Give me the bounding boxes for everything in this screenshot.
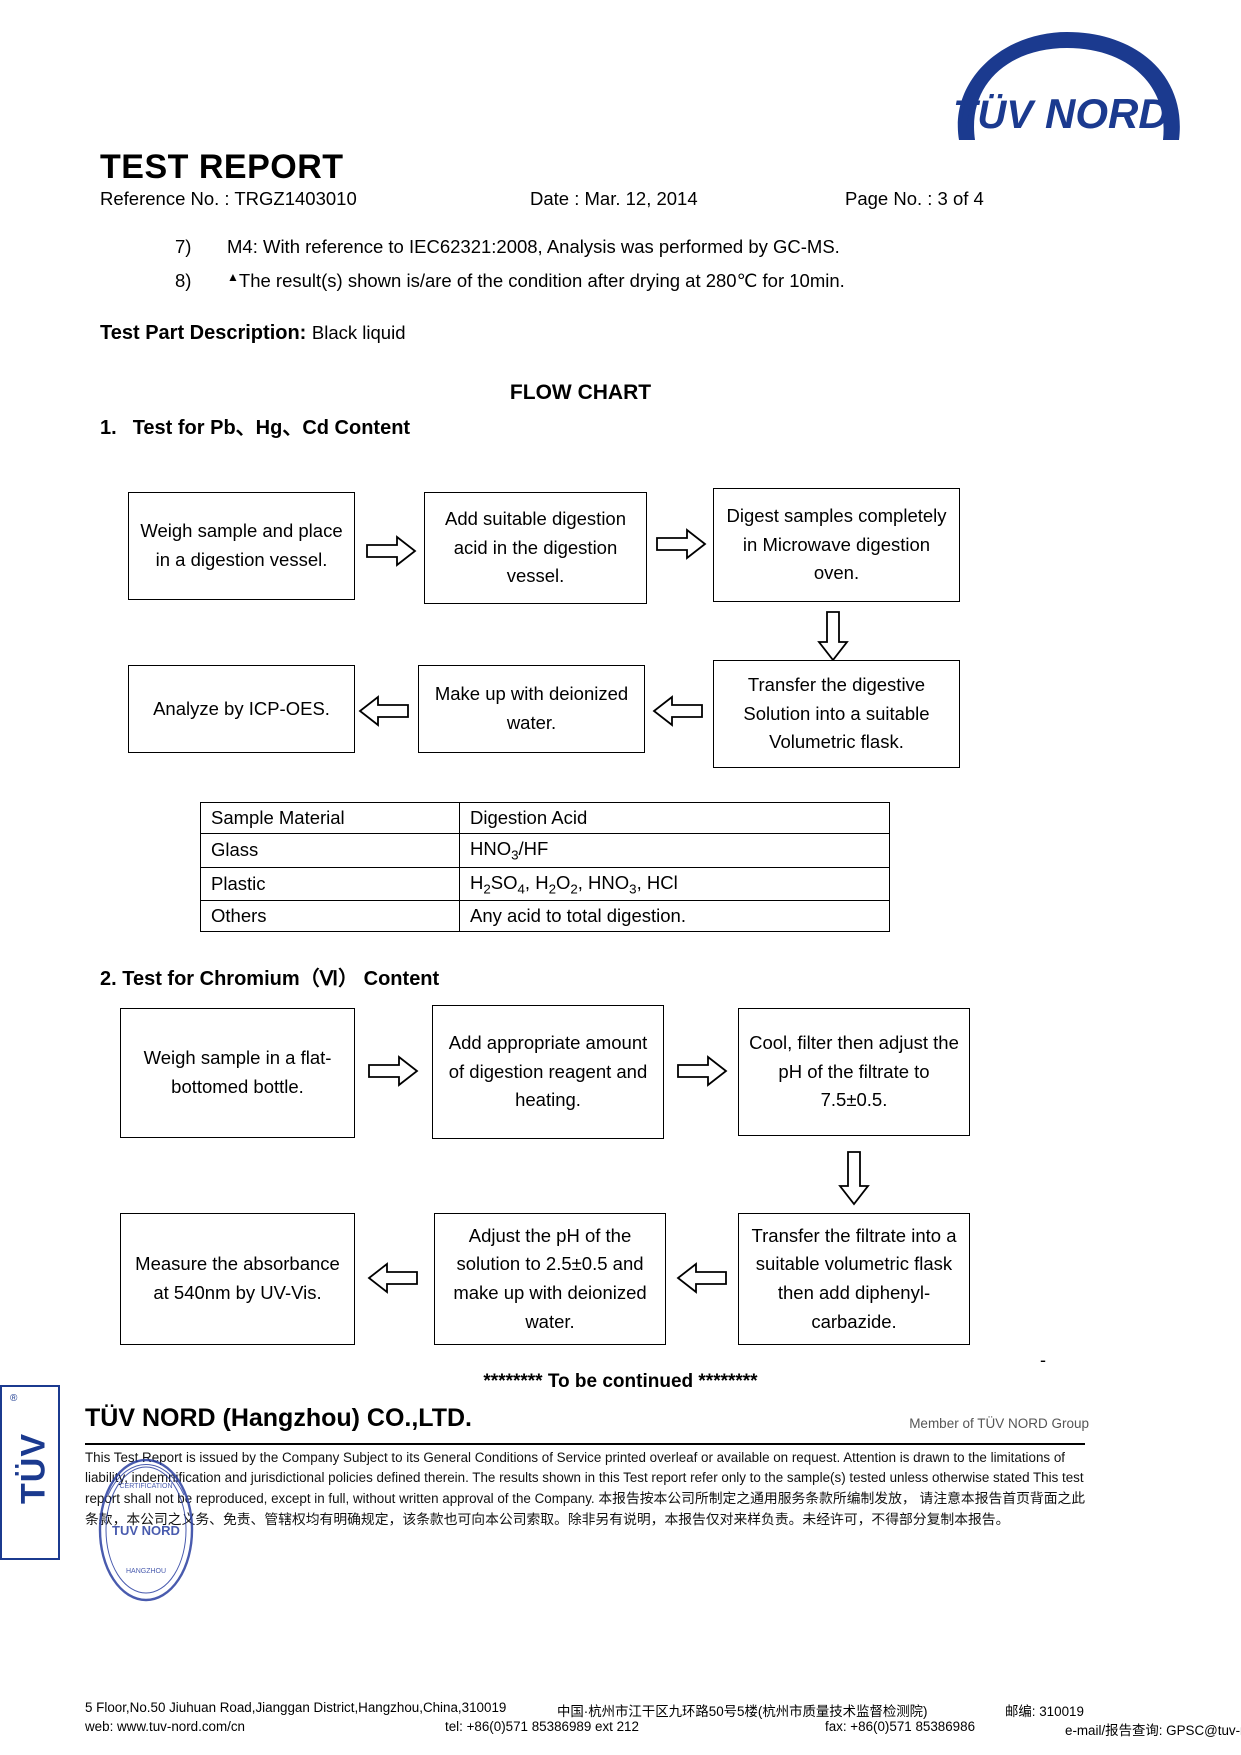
flow-box-weigh-sample: Weigh sample and place in a digestion ve… — [128, 492, 355, 600]
svg-text:TÜV: TÜV — [953, 92, 1036, 137]
section-1-title: Test for Pb、Hg、Cd Content — [132, 417, 411, 439]
flow2-box-measure-absorbance: Measure the absorbance at 540nm by UV-Vi… — [120, 1213, 355, 1345]
digestion-acid-table: Sample Material Digestion Acid Glass HNO… — [200, 802, 890, 933]
flow-chart-heading-text: FLOW CHART — [509, 381, 652, 404]
footer-postcode: 邮编: 310019 — [1005, 1704, 1084, 1719]
flow2-box-cool-filter: Cool, filter then adjust the pH of the f… — [738, 1008, 970, 1136]
flow2-box-add-reagent: Add appropriate amount of digestion reag… — [432, 1005, 664, 1139]
arrow-right-icon — [655, 528, 707, 560]
flow-box-analyze-icp-oes: Analyze by ICP-OES. — [128, 665, 355, 753]
footer-company-name: TÜV NORD (Hangzhou) CO.,LTD. — [85, 1404, 472, 1432]
tuv-vertical-text: TÜV — [14, 1433, 53, 1504]
cell-material: Glass — [200, 833, 460, 868]
note-text: ▲The result(s) shown is/are of the condi… — [227, 270, 845, 292]
arrow-right-icon — [367, 1055, 419, 1087]
flow-box-add-acid: Add suitable digestion acid in the diges… — [424, 492, 647, 604]
arrow-left-icon — [676, 1262, 728, 1294]
page-title: TEST REPORT — [100, 148, 344, 186]
arrow-right-icon — [365, 535, 417, 567]
cell-material: Plastic — [200, 866, 460, 902]
arrow-right-icon — [676, 1055, 728, 1087]
flow2-box-weigh-sample: Weigh sample in a flat-bottomed bottle. — [120, 1008, 355, 1138]
notes-list: 7) M4: With reference to IEC62321:2008, … — [175, 236, 1135, 304]
footer-disclaimer-en: This Test Report is issued by the Compan… — [85, 1450, 1084, 1506]
table-header-row: Sample Material Digestion Acid — [200, 802, 890, 834]
report-date: Date : Mar. 12, 2014 — [530, 188, 698, 209]
note-item: 7) M4: With reference to IEC62321:2008, … — [175, 236, 1135, 264]
tuv-nord-logo: TÜV NORD — [941, 28, 1191, 148]
flow2-box-adjust-ph: Adjust the pH of the solution to 2.5±0.5… — [434, 1213, 666, 1345]
arrow-left-icon — [652, 695, 704, 727]
section-1-number: 1. — [100, 417, 117, 439]
cell-acid: H2SO4, H2O2, HNO3, HCl — [459, 866, 890, 902]
cell-acid: Any acid to total digestion. — [459, 900, 890, 933]
note-number: 7) — [175, 236, 192, 257]
footer-telephone: tel: +86(0)571 85386989 ext 212 — [445, 1719, 639, 1734]
flow-chart-heading: FLOW CHART — [0, 381, 1241, 405]
test-part-description: Test Part Description: Black liquid — [100, 322, 405, 345]
note-text: M4: With reference to IEC62321:2008, Ana… — [227, 236, 840, 257]
svg-text:NORD: NORD — [1045, 90, 1169, 137]
table-row: Plastic H2SO4, H2O2, HNO3, HCl — [200, 866, 890, 902]
page-number: Page No. : 3 of 4 — [845, 188, 984, 209]
section-1-heading: 1. Test for Pb、Hg、Cd Content — [100, 411, 410, 440]
tuv-vertical-mark: ® TÜV — [0, 1385, 60, 1560]
test-part-value: Black liquid — [311, 322, 406, 343]
note-text-body: The result(s) shown is/are of the condit… — [238, 270, 845, 291]
arrow-left-icon — [367, 1262, 419, 1294]
footer-disclaimer-zh: 本报告按本公司所制定之通用服务条款所编制发放， 请注意本报告首页背面之此条款，本… — [85, 1490, 1086, 1527]
cell-acid: HNO3/HF — [459, 833, 890, 868]
registered-icon: ® — [10, 1393, 18, 1404]
page-dash-mark: - — [1040, 1350, 1046, 1370]
table-row: Others Any acid to total digestion. — [200, 900, 890, 933]
footer-contact-row: web: www.tuv-nord.com/cn tel: +86(0)571 … — [85, 1719, 1241, 1738]
footer-member-note: Member of TÜV NORD Group — [909, 1416, 1089, 1431]
section-2-heading: 2. Test for Chromium（Ⅵ） Content — [100, 968, 440, 990]
note-item: 8) ▲The result(s) shown is/are of the co… — [175, 270, 1135, 298]
footer-address-en: 5 Floor,No.50 Jiuhuan Road,Jianggan Dist… — [85, 1700, 507, 1715]
cell-material: Others — [200, 900, 460, 933]
footer-fax: fax: +86(0)571 85386986 — [825, 1719, 976, 1734]
footer-address-row: 5 Floor,No.50 Jiuhuan Road,Jianggan Dist… — [85, 1700, 1095, 1719]
to-be-continued: ******** To be continued ******** — [483, 1371, 758, 1392]
table-header-sample-material: Sample Material — [200, 802, 460, 834]
table-row: Glass HNO3/HF — [200, 833, 890, 868]
footer-website[interactable]: web: www.tuv-nord.com/cn — [85, 1719, 246, 1734]
test-part-label: Test Part Description: — [100, 322, 307, 344]
footer-email[interactable]: e-mail/报告查询: GPSC@tuv-nord.com — [1065, 1723, 1241, 1738]
note-number: 8) — [175, 270, 192, 291]
arrow-down-icon — [817, 610, 849, 662]
footer-disclaimer: This Test Report is issued by the Compan… — [85, 1448, 1090, 1531]
footer-contact-block: 5 Floor,No.50 Jiuhuan Road,Jianggan Dist… — [85, 1700, 1241, 1738]
triangle-marker-icon: ▲ — [227, 270, 239, 284]
arrow-down-icon — [838, 1150, 870, 1206]
footer-address-zh: 中国·杭州市江干区九环路50号5楼(杭州市质量技术监督检测院) — [557, 1704, 928, 1719]
flow-box-transfer-digestive: Transfer the digestive Solution into a s… — [713, 660, 960, 768]
table-header-digestion-acid: Digestion Acid — [459, 802, 890, 834]
reference-no: Reference No. : TRGZ1403010 — [100, 188, 357, 209]
flow2-box-transfer-filtrate: Transfer the filtrate into a suitable vo… — [738, 1213, 970, 1345]
svg-text:HANGZHOU: HANGZHOU — [126, 1568, 166, 1575]
arrow-left-icon — [358, 695, 410, 727]
flow-box-digest-samples: Digest samples completely in Microwave d… — [713, 488, 960, 602]
footer-divider — [85, 1443, 1085, 1445]
flow-box-make-up-deionized: Make up with deionized water. — [418, 665, 645, 753]
